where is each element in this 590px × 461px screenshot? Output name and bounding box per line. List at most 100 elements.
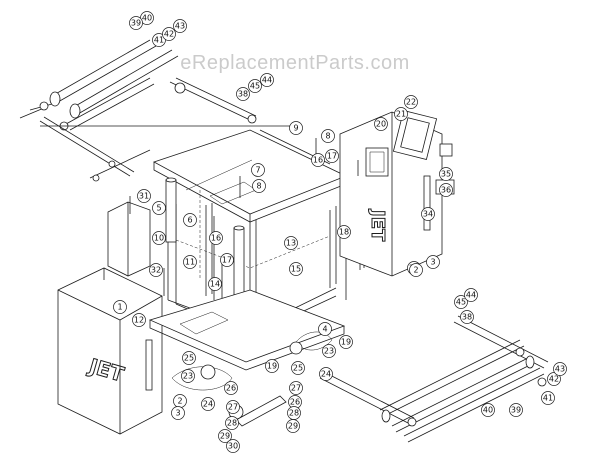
part-callout: 12 xyxy=(132,313,146,327)
callout-bubble xyxy=(208,277,222,291)
callout-label: 25 xyxy=(293,364,303,373)
part-callout: 18 xyxy=(337,225,351,239)
callout-bubble xyxy=(426,255,440,269)
callout-label: 42 xyxy=(164,30,174,39)
callout-label: 11 xyxy=(185,258,195,267)
callout-bubble xyxy=(173,19,187,33)
callout-bubble xyxy=(541,391,555,405)
callout-label: 9 xyxy=(293,124,298,133)
part-callout: 3 xyxy=(171,406,185,420)
callout-label: 29 xyxy=(288,422,298,431)
callout-label: 38 xyxy=(238,90,248,99)
callout-bubble xyxy=(260,73,274,87)
part-callout: 22 xyxy=(404,95,418,109)
callout-bubble xyxy=(137,189,151,203)
part-callout: 9 xyxy=(289,121,303,135)
callout-label: 32 xyxy=(151,266,161,275)
part-callout: 45 xyxy=(248,79,262,93)
callout-bubble xyxy=(224,381,238,395)
callout-bubble xyxy=(225,416,239,430)
callout-label: 29 xyxy=(220,432,230,441)
callout-label: 34 xyxy=(423,210,433,219)
callout-label: 3 xyxy=(430,258,435,267)
callout-bubble xyxy=(374,117,388,131)
callout-label: 2 xyxy=(413,266,418,275)
part-callout: 41 xyxy=(541,391,555,405)
callout-label: 12 xyxy=(134,316,144,325)
callout-bubble xyxy=(289,262,303,276)
part-callout: 17 xyxy=(220,253,234,267)
callout-bubble xyxy=(553,362,567,376)
callout-bubble xyxy=(421,207,435,221)
callout-bubble xyxy=(319,367,333,381)
part-callout: 17 xyxy=(325,149,339,163)
line-drawing: JET JET xyxy=(19,39,549,443)
callout-label: 42 xyxy=(549,375,559,384)
callout-label: 38 xyxy=(462,313,472,322)
part-callout: 40 xyxy=(481,403,495,417)
part-callout: 1 xyxy=(113,300,127,314)
callout-label: 7 xyxy=(255,166,260,175)
part-callout: 2 xyxy=(409,263,423,277)
callout-bubble xyxy=(318,322,332,336)
part-callout: 27 xyxy=(289,381,303,395)
part-callout: 35 xyxy=(439,167,453,181)
callout-bubble xyxy=(152,231,166,245)
callout-label: 31 xyxy=(139,192,149,201)
part-callout: 26 xyxy=(224,381,238,395)
part-callout: 29 xyxy=(286,419,300,433)
part-callout: 10 xyxy=(152,231,166,245)
part-callout: 13 xyxy=(284,236,298,250)
callout-label: 35 xyxy=(441,170,451,179)
part-callout: 24 xyxy=(319,367,333,381)
table-top xyxy=(152,129,347,223)
part-callout: 31 xyxy=(137,189,151,203)
callout-label: 36 xyxy=(441,186,451,195)
callout-bubble xyxy=(289,121,303,135)
callout-bubble xyxy=(113,300,127,314)
callout-label: 27 xyxy=(291,384,301,393)
part-callout: 2 xyxy=(173,394,187,408)
callout-bubble xyxy=(337,225,351,239)
callout-label: 41 xyxy=(543,394,553,403)
part-callout: 16 xyxy=(311,153,325,167)
callout-label: 30 xyxy=(228,442,238,451)
callout-label: 21 xyxy=(396,110,406,119)
callout-label: 23 xyxy=(324,347,334,356)
part-callout: 5 xyxy=(152,201,166,215)
callout-label: 45 xyxy=(250,82,260,91)
callout-label: 43 xyxy=(555,365,565,374)
callout-label: 44 xyxy=(466,291,476,300)
callout-bubble xyxy=(460,310,474,324)
callout-label: 10 xyxy=(154,234,164,243)
callout-bubble xyxy=(183,255,197,269)
part-callout: 42 xyxy=(162,27,176,41)
callout-label: 2 xyxy=(177,397,182,406)
callout-bubble xyxy=(289,381,303,395)
part-callout: 32 xyxy=(149,263,163,277)
callout-label: 24 xyxy=(203,400,213,409)
part-callout: 25 xyxy=(182,351,196,365)
part-callout: 8 xyxy=(252,179,266,193)
callout-bubble xyxy=(171,406,185,420)
part-callout: 6 xyxy=(183,213,197,227)
callout-label: 20 xyxy=(376,120,386,129)
part-callout: 27 xyxy=(226,400,240,414)
callout-bubble xyxy=(162,27,176,41)
lower-roller-assembly xyxy=(319,315,549,443)
callout-label: 28 xyxy=(227,419,237,428)
callout-bubble xyxy=(509,403,523,417)
callout-label: 5 xyxy=(156,204,161,213)
callout-bubble xyxy=(252,179,266,193)
callout-label: 17 xyxy=(327,152,337,161)
callout-label: 8 xyxy=(325,132,330,141)
callout-label: 40 xyxy=(142,14,152,23)
callout-bubble xyxy=(454,295,468,309)
bottom-plate xyxy=(148,289,346,371)
callout-label: 39 xyxy=(511,406,521,415)
part-callout: 14 xyxy=(208,277,222,291)
part-callout: 36 xyxy=(439,183,453,197)
part-callout: 11 xyxy=(183,255,197,269)
callout-label: 43 xyxy=(175,22,185,31)
upper-roller-assembly xyxy=(19,39,300,182)
